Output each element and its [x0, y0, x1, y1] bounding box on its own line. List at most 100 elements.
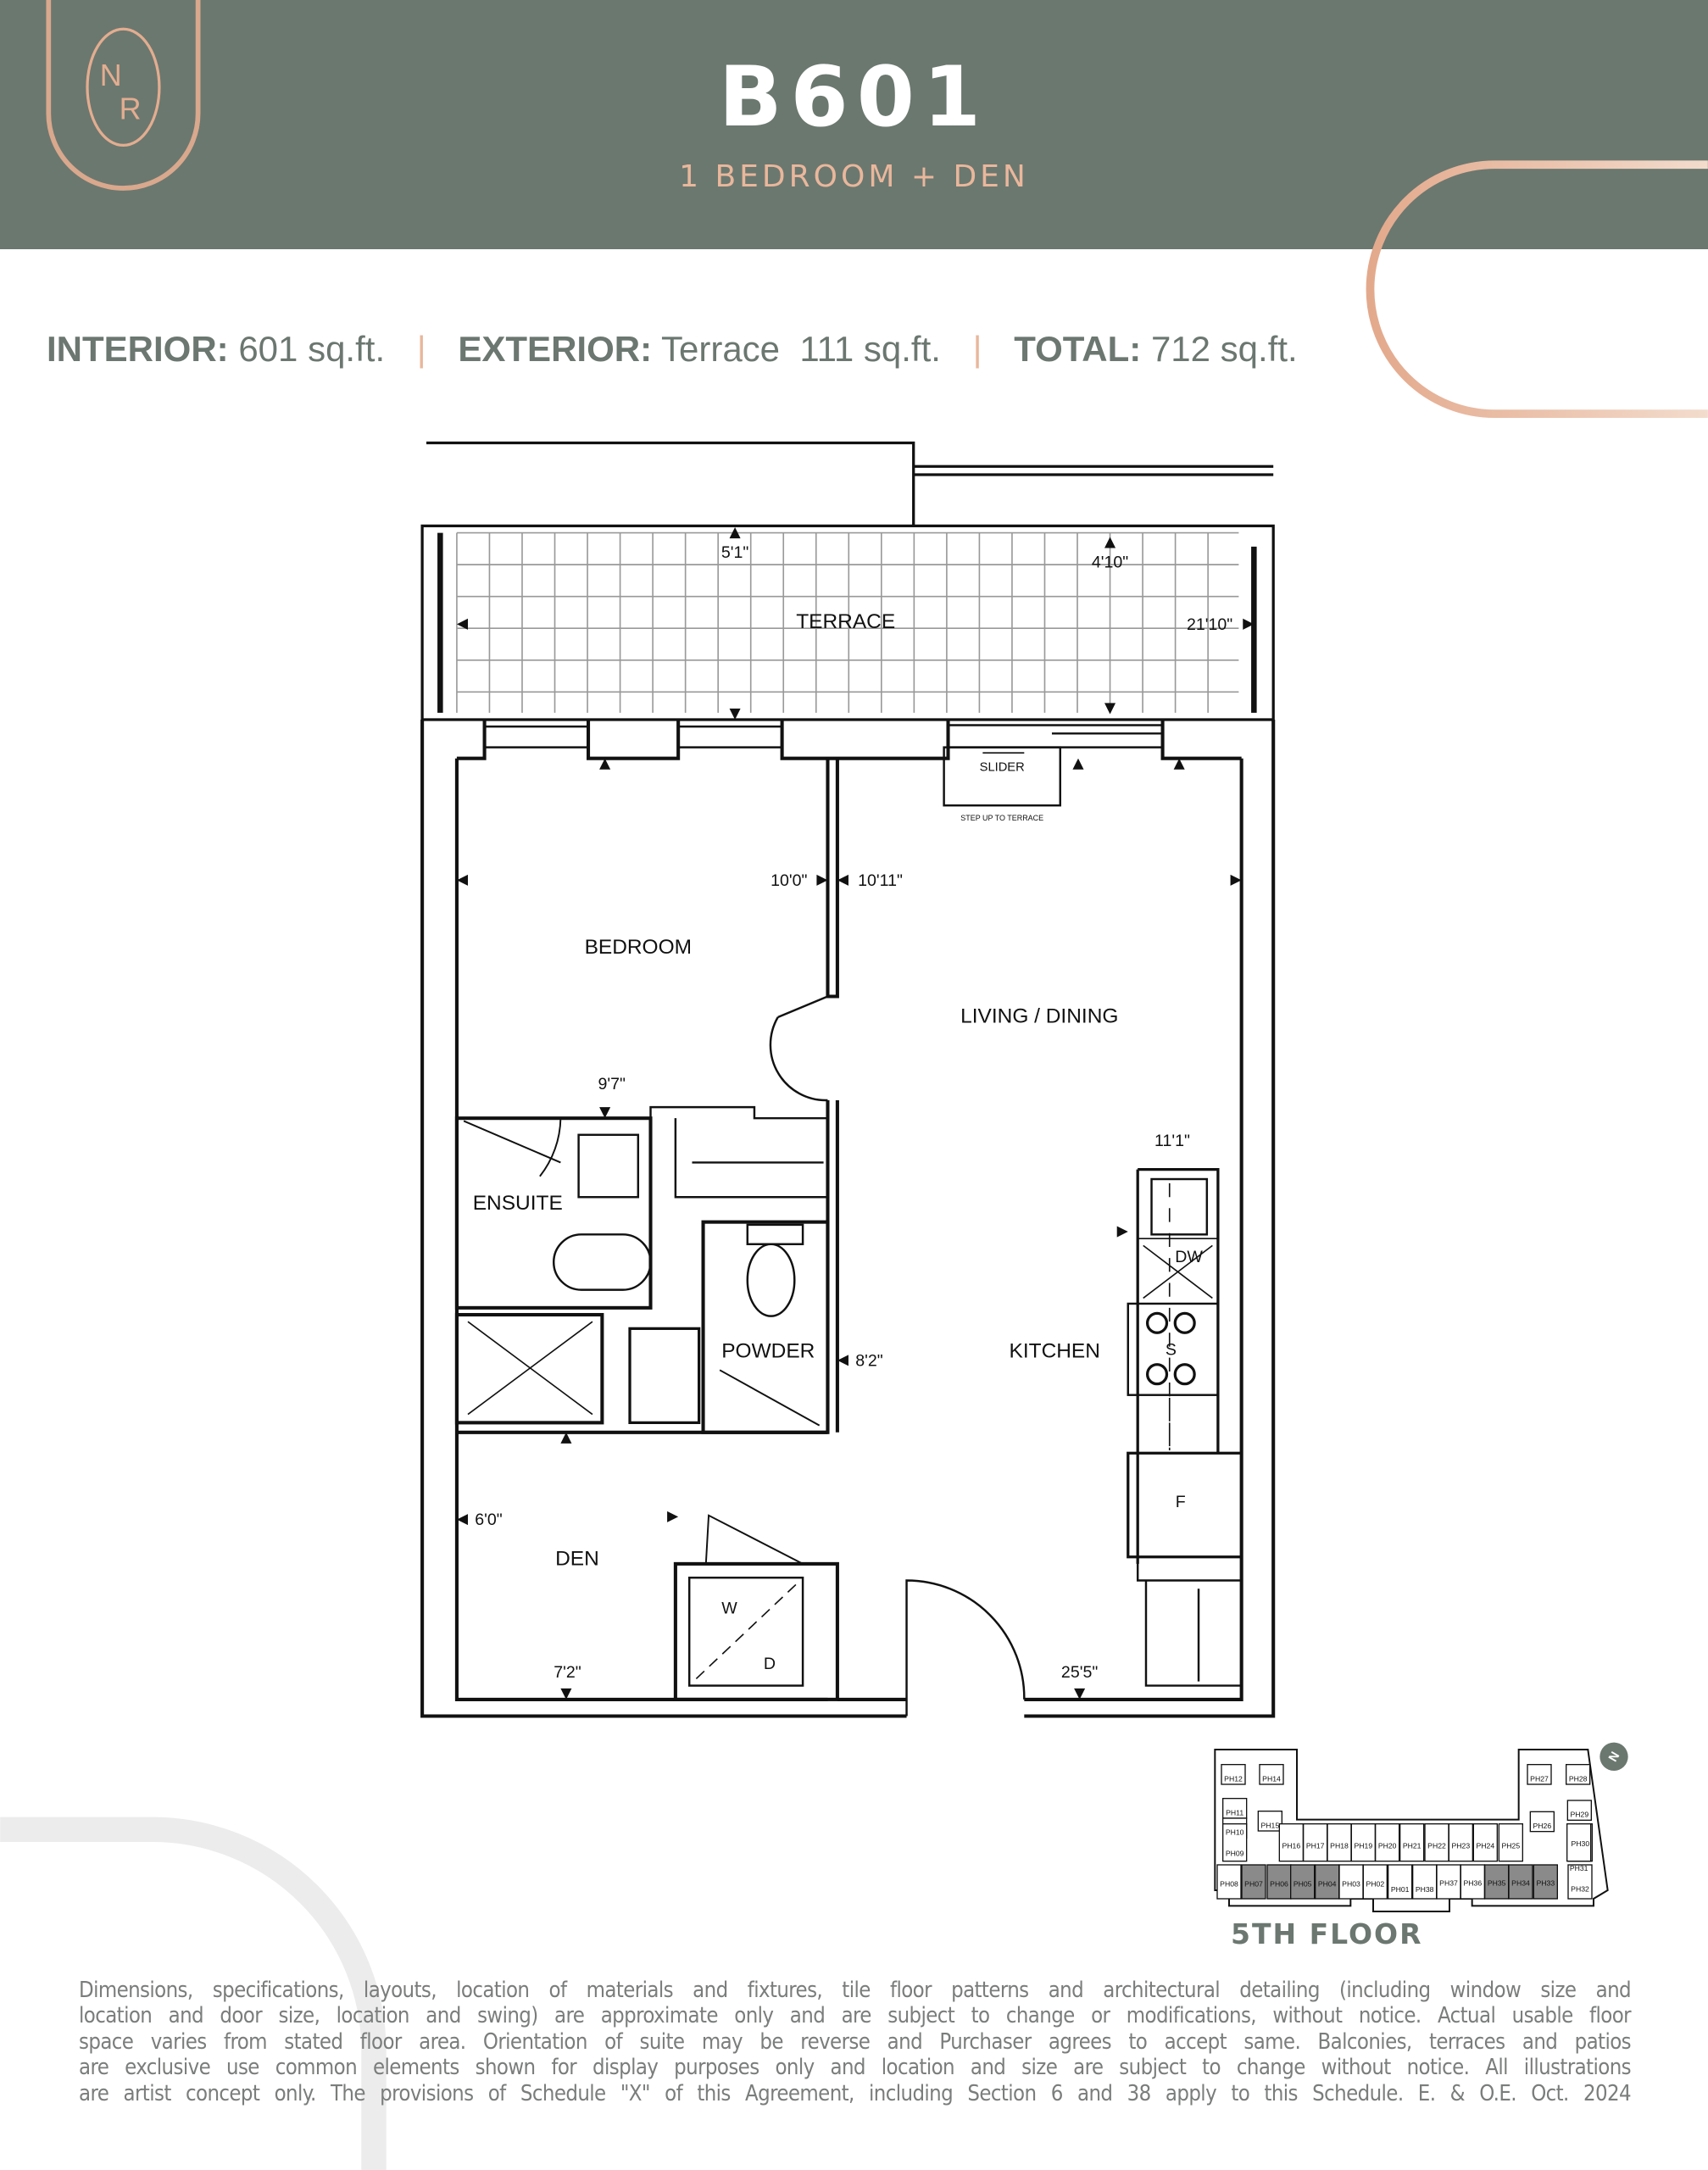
floor-label: 5TH FLOOR	[1231, 1917, 1423, 1950]
disclaimer-line: are artist concept only. The provisions …	[79, 2080, 1632, 2106]
total-value: 712 sq.ft.	[1150, 329, 1298, 369]
dim-terrace-depth-right: 4'10"	[1092, 553, 1128, 571]
disclaimer: Dimensions, specifications, layouts, loc…	[79, 1978, 1632, 2106]
area-summary: INTERIOR: 601 sq.ft. | EXTERIOR: Terrace…	[47, 329, 1298, 370]
key-plan-unit	[1567, 1864, 1593, 1900]
dimension-arrows	[456, 527, 1255, 1700]
key-plan-unit-label: PH36	[1464, 1879, 1483, 1888]
room-label-ensuite: ENSUITE	[473, 1192, 563, 1215]
key-plan-unit	[1338, 1864, 1364, 1900]
key-plan-unit	[1216, 1864, 1242, 1900]
north-arrow-icon: N	[1600, 1742, 1628, 1771]
key-plan-unit	[1362, 1864, 1388, 1900]
disclaimer-line: Dimensions, specifications, layouts, loc…	[79, 1978, 1632, 2003]
washer-label: W	[721, 1600, 737, 1618]
key-plan-unit-label: PH11	[1226, 1808, 1243, 1817]
key-plan-unit-label: PH33	[1537, 1879, 1555, 1888]
room-label-living-dining: LIVING / DINING	[960, 1005, 1118, 1028]
dim-terrace-depth-left: 5'1"	[721, 543, 749, 562]
key-plan-unit	[1266, 1864, 1292, 1900]
key-plan-unit	[1315, 1864, 1340, 1900]
key-plan-unit	[1424, 1823, 1449, 1862]
decorative-arc-bottom	[0, 1817, 387, 2170]
key-plan-unit	[1259, 1764, 1284, 1785]
key-plan-unit	[1483, 1864, 1510, 1900]
total-label: TOTAL:	[1014, 329, 1142, 369]
unit-type: 1 BEDROOM + DEN	[679, 159, 1029, 194]
floor-plan	[420, 441, 1276, 1718]
key-plan-unit	[1399, 1823, 1425, 1862]
stove-label: S	[1166, 1340, 1177, 1359]
decorative-arc-top	[1366, 160, 1708, 419]
key-plan-unit-label: PH01	[1391, 1885, 1410, 1894]
key-plan-unit	[1257, 1811, 1282, 1832]
key-plan-unit-label: PH23	[1452, 1842, 1471, 1850]
key-plan-unit-label: PH30	[1572, 1839, 1590, 1848]
dim-terrace-width: 21'10"	[1187, 615, 1232, 634]
key-plan-unit	[1472, 1823, 1498, 1862]
key-plan-unit	[1508, 1864, 1533, 1900]
dim-bedroom-depth: 9'7"	[598, 1075, 626, 1093]
key-plan-unit-label: PH27	[1530, 1774, 1549, 1783]
dim-den-depth: 7'2"	[554, 1663, 581, 1682]
svg-text:N: N	[100, 58, 122, 92]
key-plan-unit	[1565, 1764, 1591, 1785]
dim-kitchen-depth: 11'1"	[1154, 1132, 1190, 1150]
key-plan-unit-label: PH18	[1330, 1842, 1349, 1850]
key-plan-unit	[1533, 1864, 1558, 1900]
header-band	[0, 0, 1708, 249]
key-plan-unit-label: PH35	[1488, 1879, 1506, 1888]
key-plan-unit-label: PH16	[1282, 1842, 1301, 1850]
key-plan-unit	[1222, 1823, 1248, 1862]
key-plan-unit-label: PH14	[1262, 1774, 1281, 1783]
key-plan-unit-label: PH17	[1306, 1842, 1325, 1850]
separator: |	[972, 329, 982, 369]
key-plan-unit-label: PH12	[1224, 1774, 1243, 1783]
room-label-terrace: TERRACE	[796, 610, 895, 633]
key-plan-unit	[1527, 1764, 1552, 1785]
key-plan-unit-label: PH32	[1571, 1884, 1589, 1893]
key-plan-unit-label: PH15	[1261, 1821, 1280, 1829]
room-label-powder: POWDER	[721, 1340, 815, 1363]
key-plan-unit	[1388, 1864, 1413, 1900]
disclaimer-line: space varies from stated floor area. Ori…	[79, 2028, 1632, 2055]
unit-title: B601	[718, 49, 990, 146]
key-plan-unit	[1350, 1823, 1376, 1862]
key-plan-unit	[1290, 1864, 1316, 1900]
room-label-kitchen: KITCHEN	[1010, 1340, 1100, 1363]
dim-living-width: 10'11"	[858, 871, 903, 890]
key-plan-unit-label: PH31	[1570, 1864, 1588, 1872]
key-plan-unit-label: PH02	[1366, 1879, 1385, 1888]
disclaimer-line: are exclusive use common elements shown …	[79, 2055, 1632, 2081]
room-label-den: DEN	[555, 1548, 599, 1571]
key-plan-unit	[1278, 1823, 1304, 1862]
key-plan-unit-label: PH09	[1226, 1850, 1244, 1858]
interior-value: 601 sq.ft.	[238, 329, 386, 369]
key-plan-unit-label: PH37	[1439, 1879, 1458, 1888]
key-plan-unit-label: PH19	[1355, 1842, 1373, 1850]
exterior-value: Terrace 111 sq.ft.	[660, 329, 941, 369]
key-plan-unit-label: PH21	[1403, 1842, 1421, 1850]
key-plan-unit-label: PH20	[1378, 1842, 1397, 1850]
dim-bedroom-width: 10'0"	[771, 871, 807, 890]
dim-kitchen-width: 8'2"	[855, 1351, 883, 1370]
key-plan-unit	[1375, 1823, 1400, 1862]
key-plan-unit-label: PH29	[1571, 1811, 1589, 1819]
key-plan-unit-label: PH06	[1270, 1879, 1288, 1888]
key-plan-unit-label: PH04	[1318, 1879, 1337, 1888]
dishwasher-label: DW	[1175, 1248, 1203, 1266]
interior-label: INTERIOR:	[47, 329, 229, 369]
key-plan-unit-label: PH08	[1220, 1879, 1238, 1888]
fridge-label: F	[1176, 1493, 1186, 1511]
svg-text:R: R	[120, 91, 142, 125]
key-plan-unit-label: PH22	[1427, 1842, 1446, 1850]
key-plan-unit-label: PH38	[1416, 1885, 1434, 1894]
dim-den-width: 6'0"	[475, 1511, 503, 1529]
logo: N R	[46, 0, 201, 191]
key-plan-unit-label: PH05	[1294, 1879, 1312, 1888]
key-plan-unit	[1566, 1823, 1592, 1862]
key-plan-unit	[1241, 1864, 1266, 1900]
room-label-bedroom: BEDROOM	[585, 936, 692, 959]
